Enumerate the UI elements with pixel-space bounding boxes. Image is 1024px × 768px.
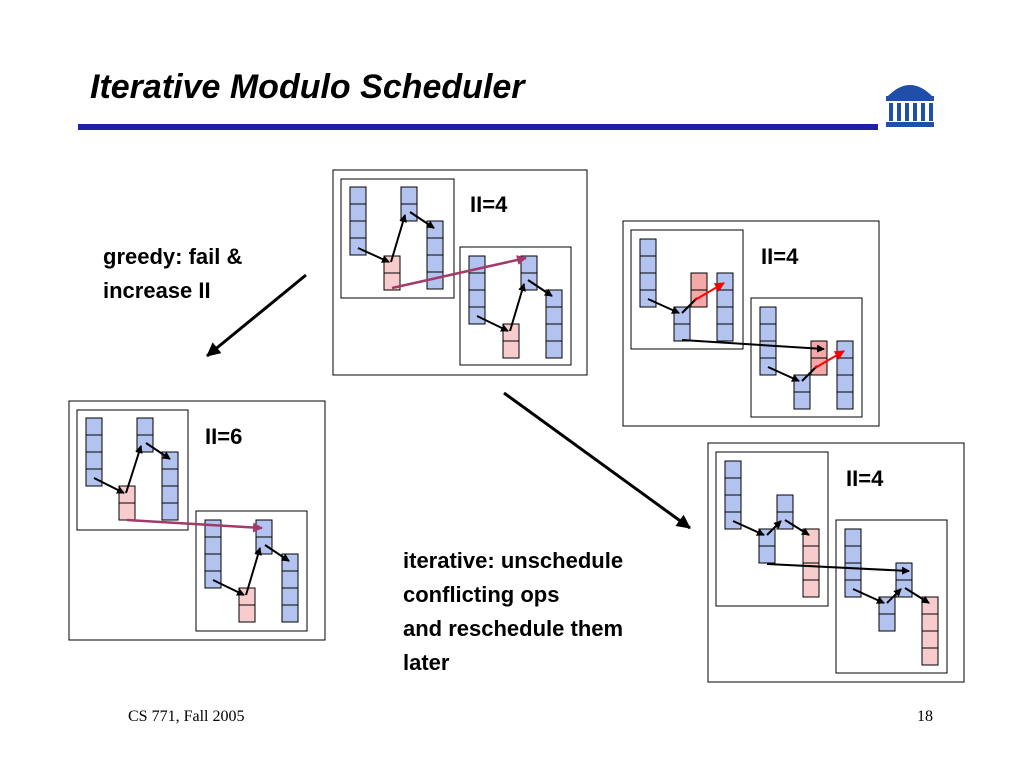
iterative-line-4: later: [403, 650, 450, 675]
title-rule: [78, 124, 878, 130]
slide-title: Iterative Modulo Scheduler: [90, 68, 525, 106]
greedy-arrow: [206, 273, 307, 358]
greedy-annotation: greedy: fail & increase II: [103, 240, 242, 308]
rotunda-logo-icon: [886, 85, 934, 127]
iterative-annotation: iterative: unschedule conflicting ops an…: [403, 544, 623, 680]
iterative-line-3: and reschedule them: [403, 616, 624, 641]
iterative-line-2: conflicting ops: [403, 582, 560, 607]
greedy-line-1: greedy: fail &: [103, 244, 243, 269]
iterative-line-1: iterative: unschedule: [403, 548, 624, 573]
panel-right-lower-label: II=4: [846, 466, 884, 491]
page-number: 18: [917, 708, 933, 725]
panel-bottom-left: [68, 400, 326, 641]
footer-course: CS 771, Fall 2005: [128, 708, 245, 725]
panel-bottom-left-label: II=6: [205, 424, 243, 449]
panel-top-center: [332, 169, 588, 376]
panel-right-upper-label: II=4: [761, 244, 799, 269]
greedy-line-2: increase II: [103, 278, 211, 303]
panel-right-lower: [707, 442, 965, 683]
panel-top-center-label: II=4: [470, 192, 508, 217]
panel-right-upper: [622, 220, 880, 427]
iterative-arrow: [503, 391, 691, 530]
